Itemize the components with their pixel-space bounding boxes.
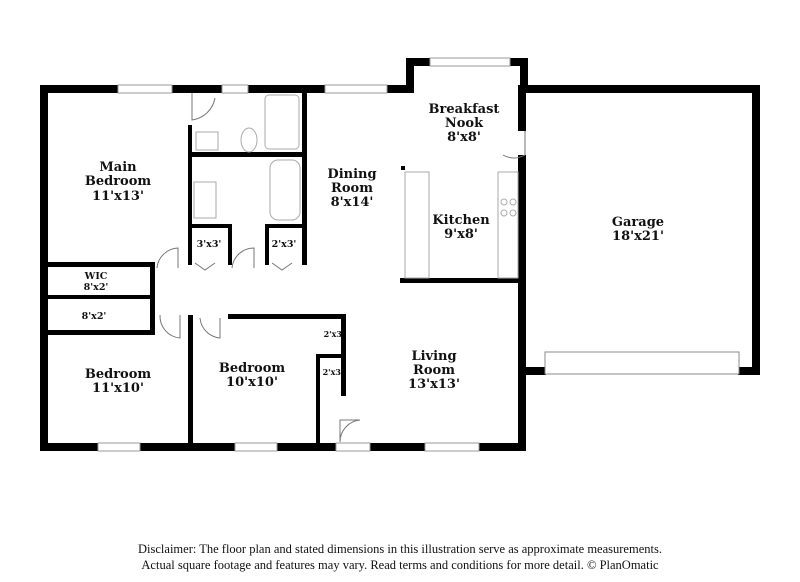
room-name: Room: [331, 181, 373, 196]
closet-size: 2'x3': [272, 239, 297, 250]
garage-door: [544, 351, 740, 375]
room-breakfast-nook: Breakfast Nook 8'x8': [429, 102, 500, 145]
closet-size: 3'x3': [197, 239, 222, 250]
room-wic: WIC 8'x2': [84, 271, 109, 293]
room-main-bedroom: Main Bedroom 11'x13': [85, 160, 152, 204]
room-living: Living Room 13'x13': [408, 349, 460, 392]
fixtures: [193, 94, 519, 279]
room-size: 8'x2': [84, 282, 109, 293]
room-name: Kitchen: [432, 213, 490, 228]
floor-plan: Main Bedroom 11'x13' Dining Room 8'x14' …: [40, 57, 760, 452]
room-name: Garage: [612, 215, 664, 230]
disclaimer-line-1: Disclaimer: The floor plan and stated di…: [138, 542, 662, 556]
closet-size: 8'x2': [82, 311, 107, 322]
room-name: WIC: [84, 271, 108, 282]
room-name: Room: [413, 363, 455, 378]
room-size: 10'x10': [226, 375, 278, 390]
room-size: 11'x13': [92, 189, 144, 204]
doors: [156, 93, 526, 443]
room-size: 11'x10': [92, 381, 144, 396]
room-size: 18'x21': [612, 229, 664, 244]
room-bedroom-left: Bedroom 11'x10': [85, 367, 152, 396]
room-size: 8'x8': [447, 130, 481, 145]
room-garage: Garage 18'x21': [612, 215, 664, 244]
room-size: 8'x14': [331, 195, 374, 210]
room-dining: Dining Room 8'x14': [327, 167, 376, 210]
disclaimer: Disclaimer: The floor plan and stated di…: [0, 541, 800, 573]
exterior-walls: [40, 58, 760, 451]
room-name: Breakfast: [429, 102, 500, 117]
room-size: 13'x13': [408, 377, 460, 392]
disclaimer-line-2: Actual square footage and features may v…: [141, 558, 659, 572]
interior-walls: [40, 93, 526, 445]
closet-size: 2'x3': [323, 367, 344, 377]
room-name: Bedroom: [219, 361, 286, 376]
room-name: Living: [411, 349, 456, 364]
room-kitchen: Kitchen 9'x8': [432, 213, 490, 242]
room-name: Nook: [445, 116, 484, 131]
room-name: Main: [99, 160, 137, 175]
room-name: Dining: [327, 167, 376, 182]
room-name: Bedroom: [85, 367, 152, 382]
room-size: 9'x8': [444, 227, 478, 242]
closet-size: 2'x3': [324, 329, 345, 339]
room-name: Bedroom: [85, 174, 152, 189]
room-bedroom-center: Bedroom 10'x10': [219, 361, 286, 390]
windows: [97, 57, 511, 452]
